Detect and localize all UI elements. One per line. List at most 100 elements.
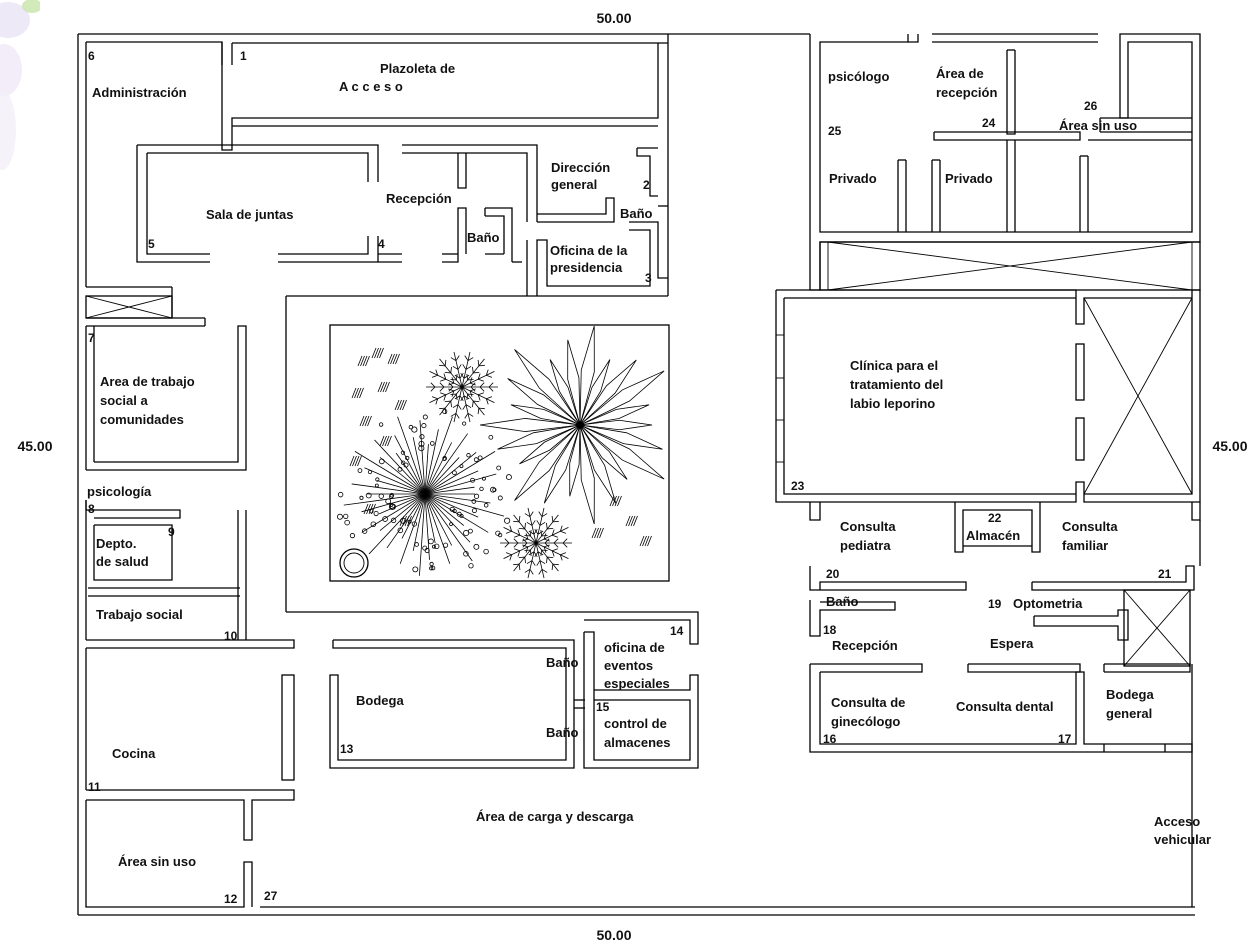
plant-dot — [390, 517, 397, 524]
plant-stroke — [424, 433, 469, 495]
plant-stroke — [424, 416, 453, 495]
plant-dot — [421, 423, 427, 429]
plant-stroke — [509, 525, 513, 532]
plant-stroke — [544, 542, 550, 548]
plant-stroke — [450, 412, 457, 417]
plant-dot — [466, 453, 471, 458]
plant-stroke — [560, 552, 567, 556]
plant-dot — [411, 426, 418, 433]
plant-stroke — [440, 378, 446, 382]
dim-bottom: 50.00 — [596, 927, 631, 943]
room-number: 25 — [828, 124, 842, 138]
plant-stroke — [526, 521, 533, 526]
plant-stroke — [514, 548, 520, 552]
plant-dot — [429, 561, 434, 567]
plant-stroke — [633, 515, 638, 527]
room-number: 24 — [982, 116, 996, 130]
plant-stroke — [518, 515, 521, 522]
outer-walls — [77, 33, 1195, 916]
plant-stroke — [450, 366, 452, 373]
plant-stroke — [404, 515, 410, 527]
plant-stroke — [541, 534, 548, 537]
plant-dot — [433, 543, 440, 550]
room-number: 18 — [823, 623, 837, 637]
plant-stroke — [368, 493, 426, 555]
plant-stroke — [450, 357, 457, 362]
plant-leaf — [543, 424, 581, 504]
plant-dot — [385, 498, 392, 505]
plant-stroke — [517, 550, 521, 557]
plant-stroke — [464, 355, 469, 361]
plant-stroke — [529, 511, 534, 517]
plant-dot — [343, 513, 349, 519]
plant-stroke — [614, 495, 620, 507]
plant-stroke — [424, 457, 460, 495]
plant-stroke — [464, 413, 469, 419]
room-label: tratamiento del — [850, 377, 943, 392]
plant-stroke — [543, 544, 550, 548]
room-label: control de — [604, 716, 667, 731]
plant-stroke — [472, 401, 474, 408]
plant-dot — [477, 455, 483, 461]
plant-stroke — [424, 493, 489, 533]
plant-stroke — [439, 386, 445, 392]
plant-stroke — [356, 387, 362, 399]
room-label: general — [1106, 706, 1152, 721]
plant-leaf — [579, 424, 628, 480]
plant-stroke — [444, 400, 451, 403]
plant-stroke — [424, 493, 473, 562]
plant-dot — [374, 483, 379, 488]
stair-hatch-right — [819, 241, 1201, 291]
clinic-block — [775, 289, 1201, 503]
plant-stroke — [477, 394, 481, 401]
plant-dot — [373, 510, 379, 517]
plant-dot — [378, 493, 384, 499]
plant-dot — [483, 548, 489, 555]
plant-dot — [473, 543, 480, 550]
plant-stroke — [397, 399, 402, 411]
plant-stroke — [543, 546, 547, 553]
room-label: Baño — [826, 594, 859, 609]
plant-dot — [432, 544, 436, 549]
room-label: Dirección — [551, 160, 610, 175]
plant-leaf — [514, 349, 581, 426]
plant-stroke — [505, 530, 512, 534]
room-number: 16 — [823, 732, 837, 746]
plant-stroke — [538, 569, 543, 575]
plant-stroke — [452, 404, 459, 409]
plant-stroke — [399, 399, 405, 411]
plant-stroke — [374, 347, 379, 359]
room-number: 2 — [643, 178, 650, 192]
plant-stroke — [504, 542, 510, 548]
plant-stroke — [419, 493, 426, 576]
plant-stroke — [459, 372, 464, 379]
plant-stroke — [462, 404, 467, 410]
plant-stroke — [559, 525, 563, 532]
room-label: vehicular — [1154, 832, 1211, 847]
plant-stroke — [378, 493, 426, 515]
plant-stroke — [488, 386, 494, 392]
plant-dot — [357, 468, 363, 473]
room-label: Trabajo social — [96, 607, 183, 622]
plant-stroke — [467, 412, 474, 417]
plant-stroke — [486, 396, 493, 400]
plant-stroke — [382, 381, 388, 393]
plant-dot — [479, 486, 484, 492]
plant-stroke — [553, 542, 559, 548]
room-label: Sala de juntas — [206, 207, 293, 222]
plant-stroke — [526, 560, 533, 565]
plant-stroke — [546, 522, 548, 529]
plant-stroke — [479, 382, 485, 388]
plant-stroke — [448, 382, 455, 386]
plant-stroke — [454, 374, 461, 379]
plant-stroke — [444, 359, 447, 366]
plant-stroke — [424, 493, 453, 546]
room-label: eventos — [604, 658, 653, 673]
plant-stroke — [524, 522, 526, 529]
plant-stroke — [541, 549, 548, 552]
plant-stroke — [562, 542, 568, 548]
plant-stroke — [371, 503, 376, 515]
plant-stroke — [467, 393, 474, 396]
plant-stroke — [424, 470, 479, 495]
plant-dot — [418, 445, 425, 452]
